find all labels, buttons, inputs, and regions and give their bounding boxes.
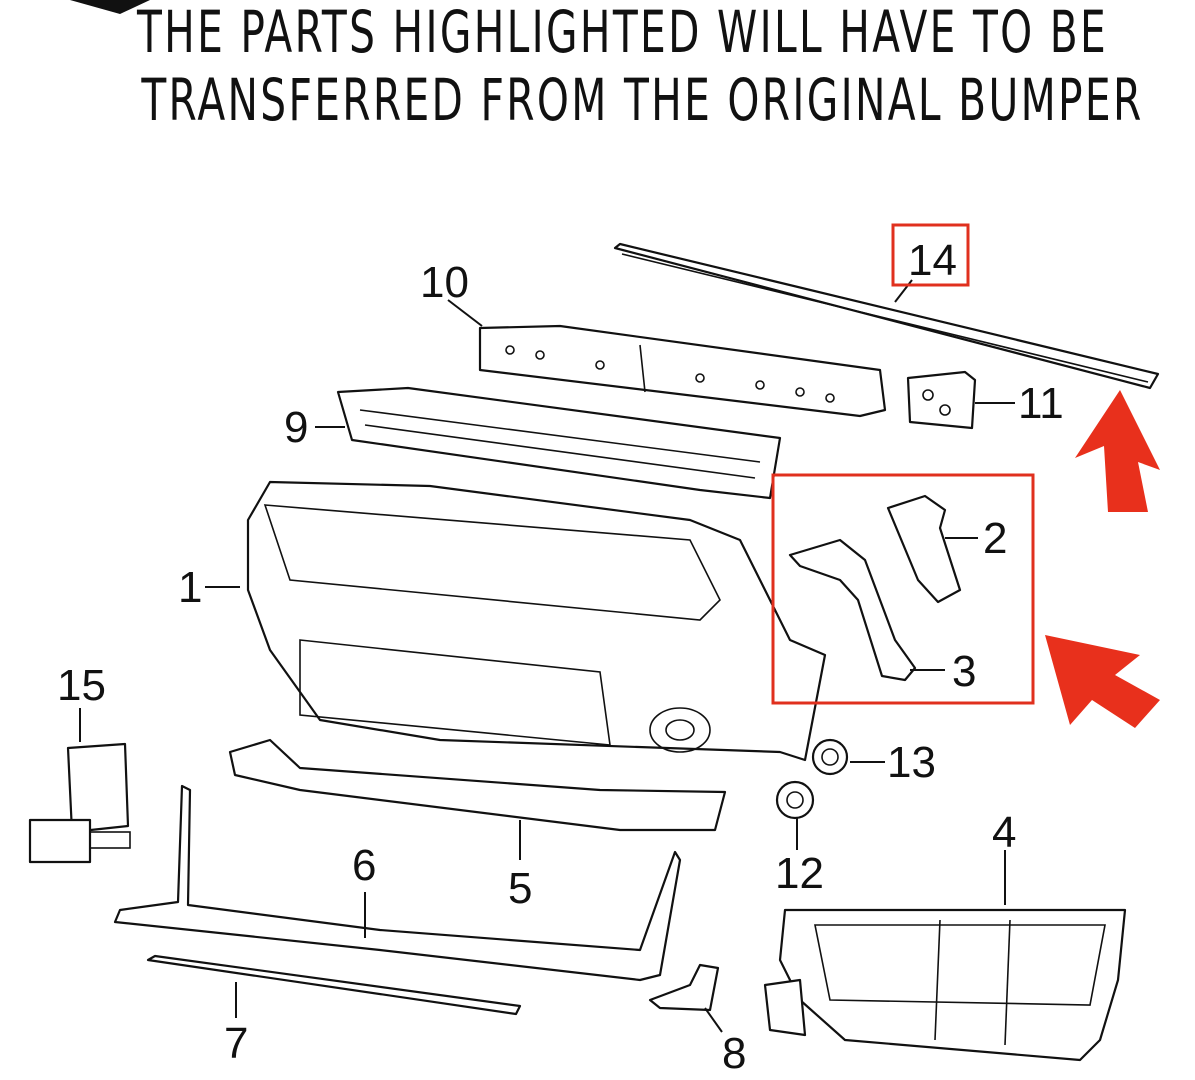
callout-10: 10 [420,258,469,307]
callout-3: 3 [952,647,976,696]
callout-1: 1 [178,563,202,612]
callout-8: 8 [722,1029,746,1078]
red-arrow-upper [1075,390,1160,512]
part-8-bracket [648,963,720,1012]
part-1-fascia [246,480,827,762]
banner-line-1: THE PARTS HIGHLIGHTED WILL HAVE TO BE [0,0,1195,66]
callout-2: 2 [983,514,1007,563]
banner-line-2: TRANSFERRED FROM THE ORIGINAL BUMPER [0,66,1195,134]
callout-11: 11 [1018,379,1064,428]
callout-6: 6 [352,841,376,890]
part-7-strip [146,954,522,1016]
part-14-strip [613,242,1160,390]
callout-4: 4 [992,808,1016,857]
part-12-grommet [775,780,815,820]
part-10-reinforcement [478,324,887,418]
callout-5: 5 [508,864,532,913]
part-3-bracket [788,538,917,682]
callout-14: 14 [908,236,957,285]
callout-12: 12 [775,849,824,898]
highlight-box-part-14 [891,223,970,287]
corner-decoration [70,0,150,14]
callout-13: 13 [887,738,936,787]
part-9-grille [336,386,782,500]
highlight-box-parts-2-3 [771,473,1035,705]
banner-line-1-text: THE PARTS HIGHLIGHTED WILL HAVE TO BE [136,0,1109,66]
part-11-bracket [906,370,977,430]
part-5-spoiler [228,738,727,832]
callout-9: 9 [284,403,308,452]
part-6-valance [113,784,682,982]
part-15-sensor [28,742,131,864]
callout-7: 7 [224,1019,248,1068]
banner-line-2-text: TRANSFERRED FROM THE ORIGINAL BUMPER [141,66,1144,134]
part-4-radiator-support [763,908,1127,1062]
part-13-grommet [811,738,849,776]
red-arrow-lower [1045,635,1160,728]
leader-lines [79,279,1015,1033]
callout-15: 15 [57,661,106,710]
part-2-bracket [886,494,962,604]
